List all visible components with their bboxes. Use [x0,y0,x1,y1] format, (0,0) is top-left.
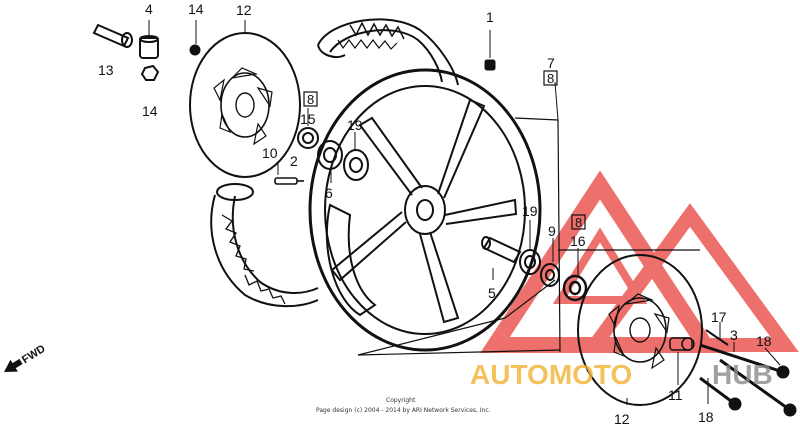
callout-3: 3 [730,327,738,343]
bolt-18-long [719,358,797,417]
callout-8-right: 8 [575,215,582,230]
callout-12-lower: 12 [614,411,630,427]
callout-6: 6 [325,185,333,201]
watermark-text-hub: HUB [712,359,773,390]
watermark-text-automoto: AUTOMOTO [470,359,632,390]
wheel-rim [308,68,542,352]
callout-2: 2 [290,153,298,169]
leader-lines [148,20,781,405]
fwd-label: FWD [20,343,48,366]
distance-collar-5 [481,236,522,264]
callout-16: 16 [570,233,586,249]
callout-10: 10 [262,145,278,161]
tire-section-lower [210,183,319,308]
tire-section-upper [317,18,459,86]
callout-8-boxed-left: 8 [303,91,318,107]
bolt-18-upper [699,343,790,379]
bolt-17-3 [705,329,729,346]
callout-1: 1 [486,9,494,25]
callout-18-upper: 18 [756,333,772,349]
callout-18-lower: 18 [698,409,714,425]
copyright-title: Copyright [386,397,416,404]
callout-5: 5 [488,285,496,301]
brake-disc-front [577,254,703,406]
callout-8-left: 8 [307,92,314,107]
bearing-15 [297,127,319,149]
oil-seal-19-left [343,149,369,181]
callout-9: 9 [548,223,556,239]
nut-14-lower [140,64,160,81]
callout-14-upper: 14 [188,1,204,17]
axle-nut-11 [669,337,695,351]
watermark-text: AUTOMOTO HUB [470,359,773,390]
callout-8-boxed-upper: 8 [543,70,558,86]
bearing-6 [317,140,343,170]
bolt-1 [484,59,496,71]
callout-13: 13 [98,62,114,78]
callout-17: 17 [711,309,727,325]
brake-disc-rear [189,32,301,178]
forward-direction-indicator: FWD [4,343,48,372]
callout-4: 4 [145,1,153,17]
valve-stem-2 [274,177,304,185]
callout-8-upper: 8 [547,71,554,86]
callout-8-boxed-right: 8 [571,214,586,230]
bolt-13 [92,23,133,48]
callout-14-lower: 14 [142,103,158,119]
nut-14-upper [189,44,201,56]
collar-4 [139,35,159,59]
callout-11: 11 [668,387,683,403]
bearing-9 [540,263,560,287]
callout-7: 7 [547,55,555,71]
bolt-18-lower [699,376,742,411]
callout-15: 15 [300,111,316,127]
callout-19-left: 19 [347,117,363,133]
forward-arrow-icon [4,358,23,372]
callout-19-right: 19 [522,203,538,219]
callout-12-upper: 12 [236,2,252,18]
copyright-notice: Page design (c) 2004 - 2014 by ARI Netwo… [316,407,491,414]
bearing-16 [562,274,588,302]
